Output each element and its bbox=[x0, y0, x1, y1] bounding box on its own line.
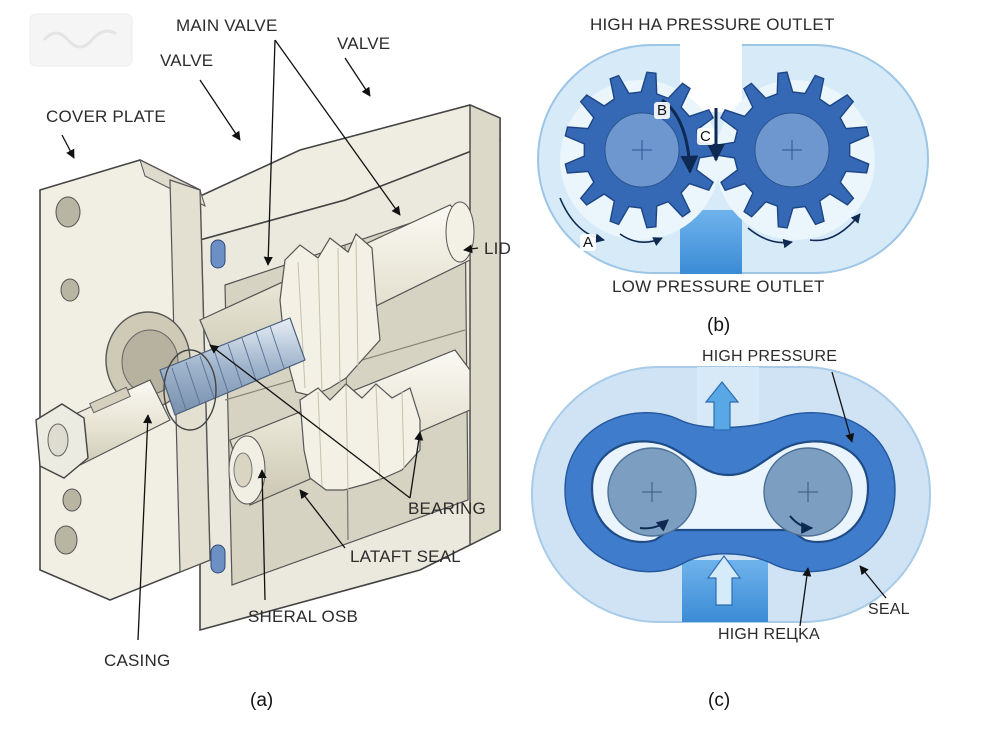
label-high-pressure-outlet: HIGH HA PRESSURE OUTLET bbox=[590, 15, 835, 34]
dowel-pin bbox=[210, 544, 226, 574]
caption-a: (a) bbox=[250, 690, 274, 711]
point-b: B bbox=[654, 102, 671, 119]
bolt-hole bbox=[62, 488, 82, 512]
left-gear bbox=[564, 71, 721, 229]
label-lataft-seal: LATAFT SEAL bbox=[350, 547, 461, 566]
bolt-hole bbox=[54, 525, 78, 555]
rotation-arrows-b bbox=[559, 197, 861, 249]
bolt-hole bbox=[60, 278, 80, 302]
label-valve-left: VALVE bbox=[160, 51, 214, 70]
point-c: C bbox=[697, 128, 714, 145]
right-gear bbox=[713, 71, 870, 229]
label-seal: SEAL bbox=[868, 601, 910, 618]
flow-arrow-up bbox=[704, 381, 742, 606]
label-sheral-osb: SHERAL OSB bbox=[248, 607, 359, 626]
label-low-pressure-outlet: LOW PRESSURE OUTLET bbox=[612, 277, 825, 296]
label-high-pressure: HIGH PRESSURE bbox=[702, 348, 838, 365]
callout-lines-a bbox=[61, 39, 479, 641]
label-bearing: BEARING bbox=[408, 499, 486, 518]
label-main-valve: MAIN VALVE bbox=[176, 16, 278, 35]
point-a: A bbox=[580, 234, 597, 251]
drive-shaft bbox=[35, 317, 306, 479]
caption-b: (b) bbox=[707, 315, 731, 336]
label-casing: CASING bbox=[104, 651, 171, 670]
gear-pump-section bbox=[537, 40, 929, 274]
upper-gear bbox=[279, 233, 381, 397]
label-valve-right: VALVE bbox=[337, 34, 391, 53]
bolt-hole bbox=[55, 196, 81, 228]
label-lid: LID bbox=[484, 239, 512, 258]
callout-lines-c bbox=[799, 371, 887, 627]
dowel-pin bbox=[210, 239, 226, 269]
caption-c: (c) bbox=[708, 690, 731, 711]
watermark-logo bbox=[29, 13, 133, 67]
pump-cutaway bbox=[35, 39, 501, 641]
label-high-reka: HIGH REЦKA bbox=[718, 626, 820, 643]
label-cover-plate: COVER PLATE bbox=[46, 107, 166, 126]
lobe-pump-section bbox=[531, 366, 931, 627]
housing-side-face bbox=[469, 103, 501, 547]
